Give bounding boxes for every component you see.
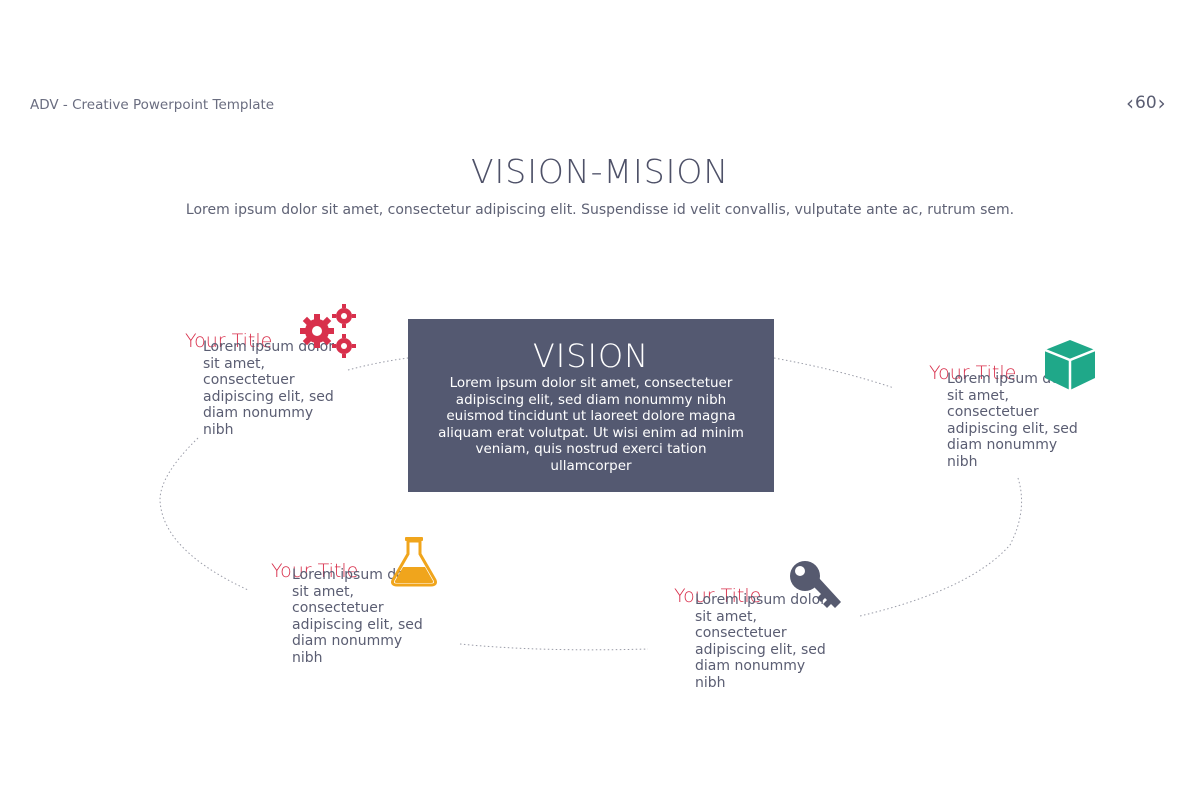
block-text-4: Lorem ipsum dolor sit amet, consectetuer… — [695, 592, 826, 691]
pager: ‹ 60 › — [1126, 93, 1166, 113]
block-title-3: Your Title — [271, 560, 359, 582]
key-icon — [790, 561, 841, 608]
template-title: ADV - Creative Powerpoint Template — [30, 97, 275, 113]
slide-subtitle: Lorem ipsum dolor sit amet, consectetur … — [185, 202, 1015, 218]
slide-title: VISION-MISION — [470, 152, 730, 191]
vision-title: VISION — [532, 337, 650, 375]
prev-page-icon[interactable]: ‹ — [1126, 91, 1134, 115]
page-number: 60 — [1135, 93, 1157, 113]
vision-panel: VISION Lorem ipsum dolor sit amet, conse… — [408, 319, 774, 492]
flask-icon — [391, 537, 437, 587]
cube-icon — [1044, 340, 1096, 390]
block-title-4: Your Title — [674, 585, 762, 607]
vision-text: Lorem ipsum dolor sit amet, consectetuer… — [438, 375, 744, 474]
gears-icon — [300, 304, 356, 358]
block-text-3: Lorem ipsum dolor sit amet, consectetuer… — [292, 567, 423, 666]
block-text-1: Lorem ipsum dolor sit amet, consectetuer… — [203, 339, 334, 438]
next-page-icon[interactable]: › — [1157, 91, 1166, 115]
block-title-1: Your Title — [185, 330, 273, 352]
block-title-2: Your Title — [929, 362, 1017, 384]
